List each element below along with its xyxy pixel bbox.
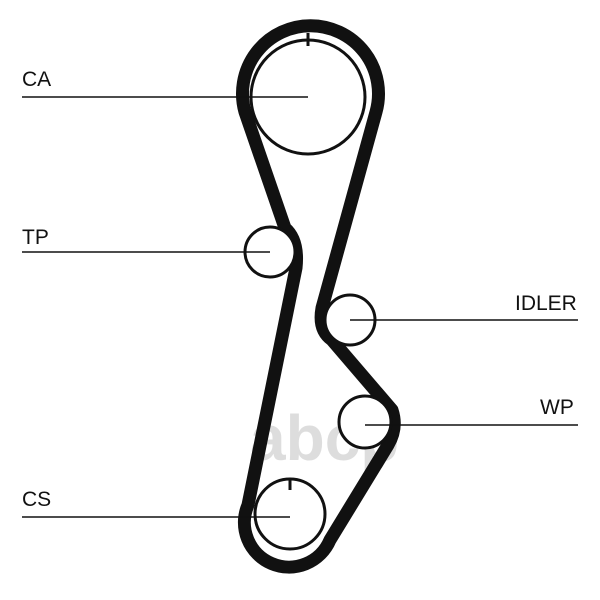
- label-ca: CA: [22, 68, 51, 91]
- label-cs: CS: [22, 488, 51, 511]
- label-tp: TP: [22, 226, 49, 249]
- timing-belt: [236, 19, 401, 574]
- label-idler: IDLER: [515, 292, 577, 315]
- water-pump-pulley: [337, 394, 393, 450]
- label-wp: WP: [540, 396, 574, 419]
